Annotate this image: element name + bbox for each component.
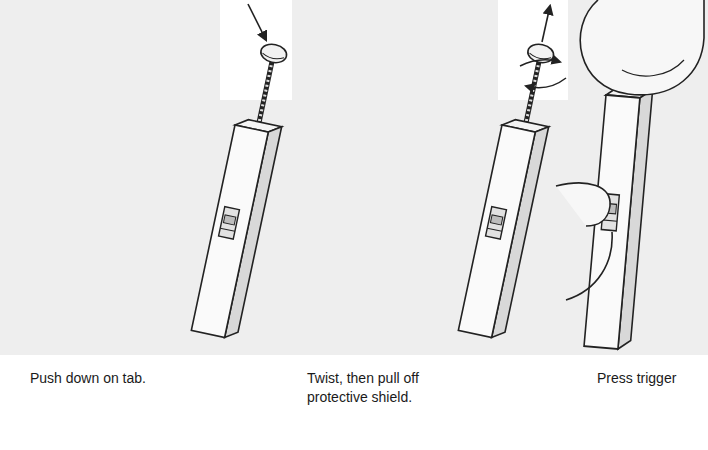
instruction-caption: Press trigger xyxy=(597,369,703,388)
instruction-caption: Push down on tab. xyxy=(30,369,230,388)
instruction-caption: Twist, then pull off protective shield. xyxy=(307,369,425,407)
